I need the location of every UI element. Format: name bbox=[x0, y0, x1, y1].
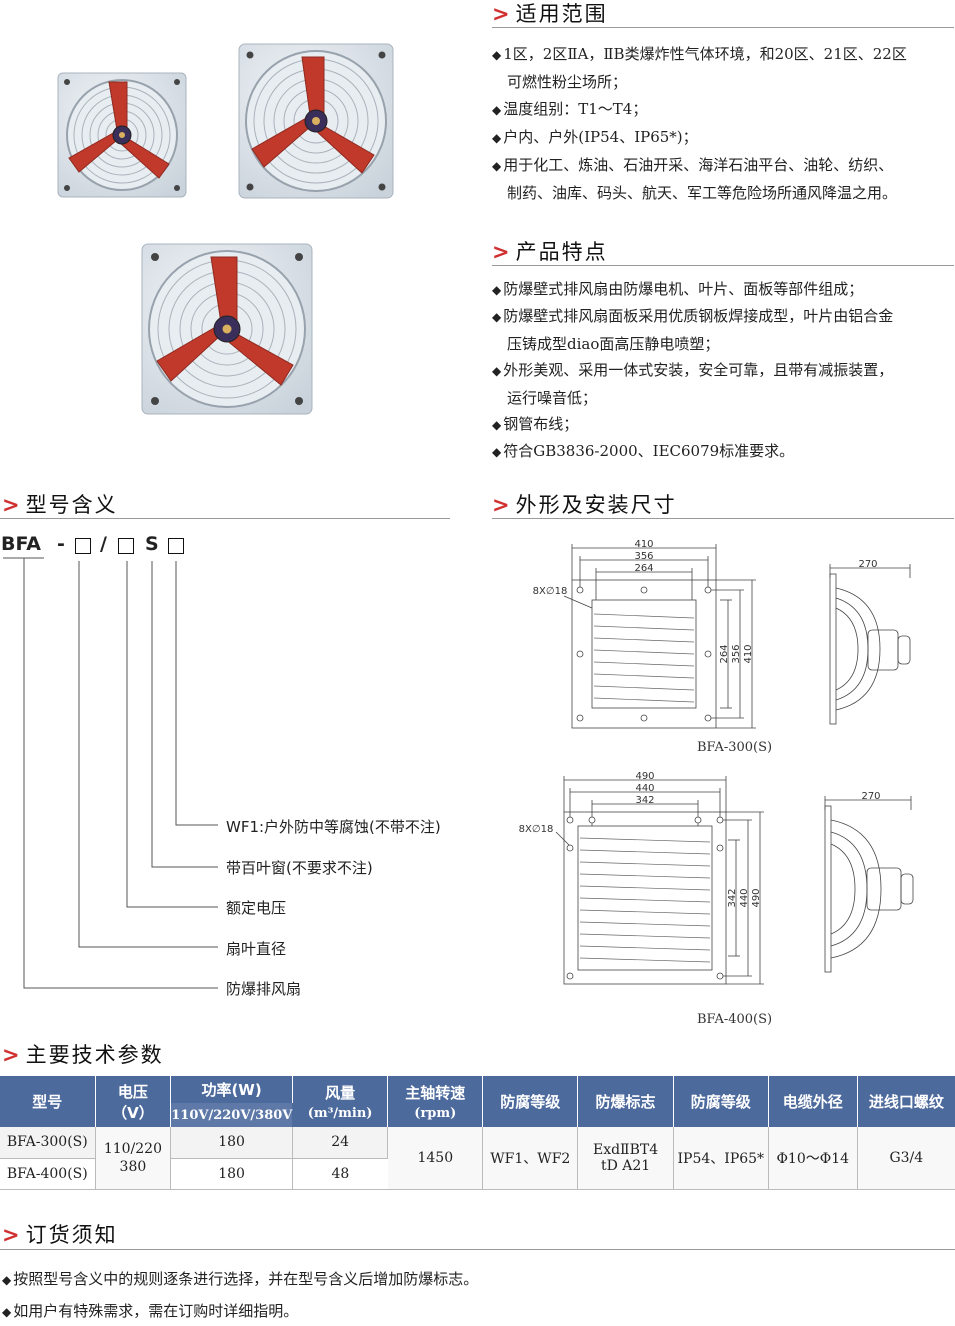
fan-photo-small bbox=[57, 72, 187, 198]
legend-fan: 防爆排风扇 bbox=[226, 980, 302, 998]
th-airflow: 风量(m³/min) bbox=[292, 1076, 389, 1127]
th-speed: 主轴转速(rpm) bbox=[387, 1076, 484, 1127]
dim-h3: 410 bbox=[743, 644, 754, 663]
th-power: 功率(W) bbox=[170, 1076, 293, 1103]
cell-voltage: 110/220 380 bbox=[95, 1127, 172, 1190]
model-leader-lines bbox=[3, 557, 218, 989]
section-title-scope: >适用范围 bbox=[492, 2, 608, 26]
scope-item: ◆1区，2区ⅡA，ⅡB类爆炸性气体环境，和20区、21区、22区 可燃性粉尘场所… bbox=[492, 45, 907, 91]
cell-model: BFA-400(S) bbox=[0, 1158, 96, 1190]
drawing-side-bfa400: 270 bbox=[824, 791, 914, 973]
feature-item: ◆符合GB3836-2000、IEC6079标准要求。 bbox=[492, 442, 795, 460]
order-item: ◆按照型号含义中的规则逐条进行选择，并在型号含义后增加防爆标志。 bbox=[2, 1270, 479, 1288]
code-dash: - bbox=[57, 533, 65, 555]
dim-h2: 440 bbox=[739, 888, 750, 907]
cell-model: BFA-300(S) bbox=[0, 1127, 96, 1159]
section-title-order: >订货须知 bbox=[2, 1223, 118, 1247]
scope-item: ◆户内、户外(IP54、IP65*)； bbox=[492, 128, 698, 146]
th-voltage: 电压（V） bbox=[95, 1076, 172, 1127]
scope-item: ◆用于化工、炼油、石油开采、海洋石油平台、油轮、纺织、 制药、油库、码头、航天、… bbox=[492, 156, 898, 202]
drawing-caption-bfa400: BFA-400(S) bbox=[697, 1012, 773, 1027]
legend-wf1: WF1:户外防中等腐蚀(不带不注) bbox=[226, 818, 441, 836]
code-s: S bbox=[145, 533, 159, 555]
dim-w1: 490 bbox=[635, 771, 654, 782]
feature-item: ◆防爆壁式排风扇由防爆电机、叶片、面板等部件组成； bbox=[492, 280, 864, 298]
table-row: BFA-300(S) 110/220 380 180 24 1450 WF1、W… bbox=[0, 1127, 955, 1190]
table-row: BFA-400(S) 180 48 bbox=[0, 1158, 955, 1190]
section-title-model: >型号含义 bbox=[2, 493, 118, 517]
th-model: 型号 bbox=[0, 1076, 96, 1127]
divider bbox=[0, 518, 450, 519]
fan-photo-large bbox=[141, 243, 313, 415]
divider bbox=[492, 265, 954, 266]
fan-photo-medium bbox=[238, 43, 394, 199]
divider bbox=[492, 518, 954, 519]
dim-w3: 264 bbox=[634, 563, 653, 574]
drawing-front-bfa300: 410 356 264 264 356 410 8X∅18 bbox=[533, 539, 756, 729]
cell-power: 180 bbox=[170, 1127, 293, 1159]
cell-ex-mark: ExdⅡBT4 tD A21 bbox=[577, 1127, 674, 1190]
order-item: ◆如用户有特殊需求，需在订购时详细指明。 bbox=[2, 1302, 299, 1320]
drawing-caption-bfa300: BFA-300(S) bbox=[697, 740, 773, 755]
dim-holes: 8X∅18 bbox=[533, 586, 568, 597]
cell-thread: G3/4 bbox=[857, 1127, 955, 1190]
code-box-wf bbox=[168, 538, 184, 554]
section-title-dimensions: >外形及安装尺寸 bbox=[492, 493, 677, 517]
legend-louver: 带百叶窗(不要求不注) bbox=[226, 859, 373, 877]
dim-w3: 342 bbox=[635, 795, 654, 806]
divider bbox=[0, 1249, 955, 1250]
th-thread: 进线口螺纹 bbox=[857, 1076, 955, 1127]
cell-anticorrosion: WF1、WF2 bbox=[482, 1127, 579, 1190]
dim-w1: 410 bbox=[634, 539, 653, 550]
cell-cable: Φ10～Φ14 bbox=[768, 1127, 858, 1190]
section-title-features: >产品特点 bbox=[492, 240, 608, 264]
dim-holes: 8X∅18 bbox=[519, 824, 554, 835]
cell-power: 180 bbox=[170, 1158, 293, 1190]
spec-table: 型号 电压（V） 功率(W) 风量(m³/min) 主轴转速(rpm) 防腐等级… bbox=[0, 1076, 955, 1190]
code-box-voltage bbox=[118, 538, 134, 554]
dim-h1: 264 bbox=[719, 644, 730, 663]
cell-protection: IP54、IP65* bbox=[673, 1127, 769, 1190]
th-ex-mark: 防爆标志 bbox=[577, 1076, 674, 1127]
code-box-diameter bbox=[75, 538, 91, 554]
cell-airflow: 48 bbox=[292, 1158, 388, 1190]
dim-w2: 356 bbox=[634, 551, 653, 562]
feature-item: ◆防爆壁式排风扇面板采用优质钢板焊接成型，叶片由铝合金 压铸成型diao面高压静… bbox=[492, 307, 894, 353]
dim-h2: 356 bbox=[731, 644, 742, 663]
legend-diameter: 扇叶直径 bbox=[226, 940, 287, 958]
code-slash: / bbox=[100, 533, 107, 555]
scope-item: ◆温度组别：T1～T4； bbox=[492, 100, 648, 118]
drawing-side-bfa300: 270 bbox=[829, 559, 911, 725]
dim-w2: 440 bbox=[635, 783, 654, 794]
dim-depth: 270 bbox=[861, 791, 880, 802]
legend-voltage: 额定电压 bbox=[226, 899, 287, 917]
feature-item: ◆外形美观、采用一体式安装，安全可靠，且带有减振装置， 运行噪音低； bbox=[492, 361, 894, 407]
th-cable: 电缆外径 bbox=[768, 1076, 858, 1127]
th-anticorrosion: 防腐等级 bbox=[482, 1076, 579, 1127]
divider bbox=[492, 27, 954, 28]
drawing-front-bfa400: 490 440 342 342 440 490 8X∅18 bbox=[519, 771, 764, 985]
dim-h3: 490 bbox=[751, 888, 762, 907]
dim-depth: 270 bbox=[858, 559, 877, 570]
cell-speed: 1450 bbox=[387, 1127, 484, 1190]
th-protection: 防腐等级 bbox=[673, 1076, 769, 1127]
cell-airflow: 24 bbox=[292, 1127, 389, 1159]
section-title-params: >主要技术参数 bbox=[2, 1043, 164, 1067]
code-prefix: BFA bbox=[1, 533, 41, 555]
dim-h1: 342 bbox=[727, 888, 738, 907]
feature-item: ◆钢管布线； bbox=[492, 415, 579, 433]
th-power-sub: 110V/220V/380V bbox=[170, 1103, 293, 1127]
